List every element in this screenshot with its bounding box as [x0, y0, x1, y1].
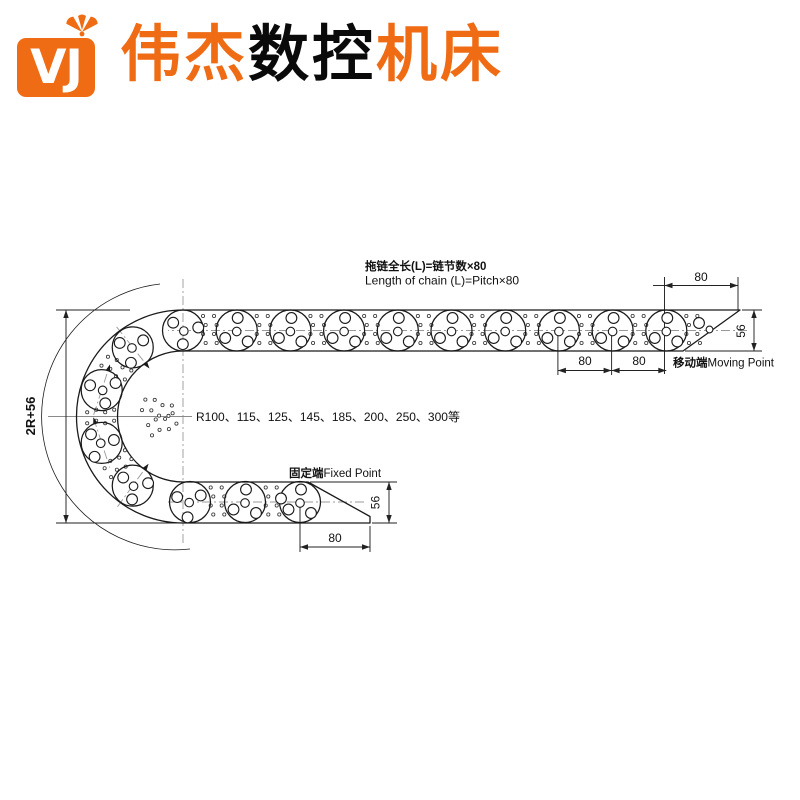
brand-part-2: 数控	[248, 19, 377, 90]
dim-overall-height: 2R+56	[23, 397, 38, 436]
chain-band-outline	[75, 309, 741, 524]
chain-geometry	[41, 277, 762, 552]
dimension-lines	[56, 277, 762, 552]
crown-icon	[66, 14, 98, 37]
brand-part-3: 机床	[376, 19, 505, 90]
dim-80-pitch-b: 80	[632, 354, 646, 368]
moving-point-label: 移动端Moving Point	[673, 356, 775, 370]
bend-envelope-arc	[41, 283, 191, 551]
fixed-point-label: 固定端Fixed Point	[289, 466, 382, 480]
link-rivet-dots	[85, 313, 702, 517]
dim-56-fixed: 56	[369, 496, 383, 510]
vj-logo: VJ	[17, 38, 95, 97]
chain-length-formula-en: Length of chain (L)=Pitch×80	[365, 274, 519, 288]
dim-56-moving: 56	[734, 324, 748, 338]
vj-logo-text: VJ	[30, 40, 83, 95]
brand-part-1: 伟杰	[120, 19, 249, 90]
chain-length-formula-cn: 拖链全长(L)=链节数×80	[365, 259, 486, 273]
brand-title: 伟杰数控机床	[120, 24, 504, 85]
dim-80-pitch-a: 80	[578, 354, 592, 368]
bend-radii-note: R100、115、125、145、185、200、250、300等	[196, 410, 460, 424]
link-discs	[80, 309, 714, 524]
dim-80-top: 80	[694, 270, 708, 284]
dim-80-fixed: 80	[328, 531, 342, 545]
